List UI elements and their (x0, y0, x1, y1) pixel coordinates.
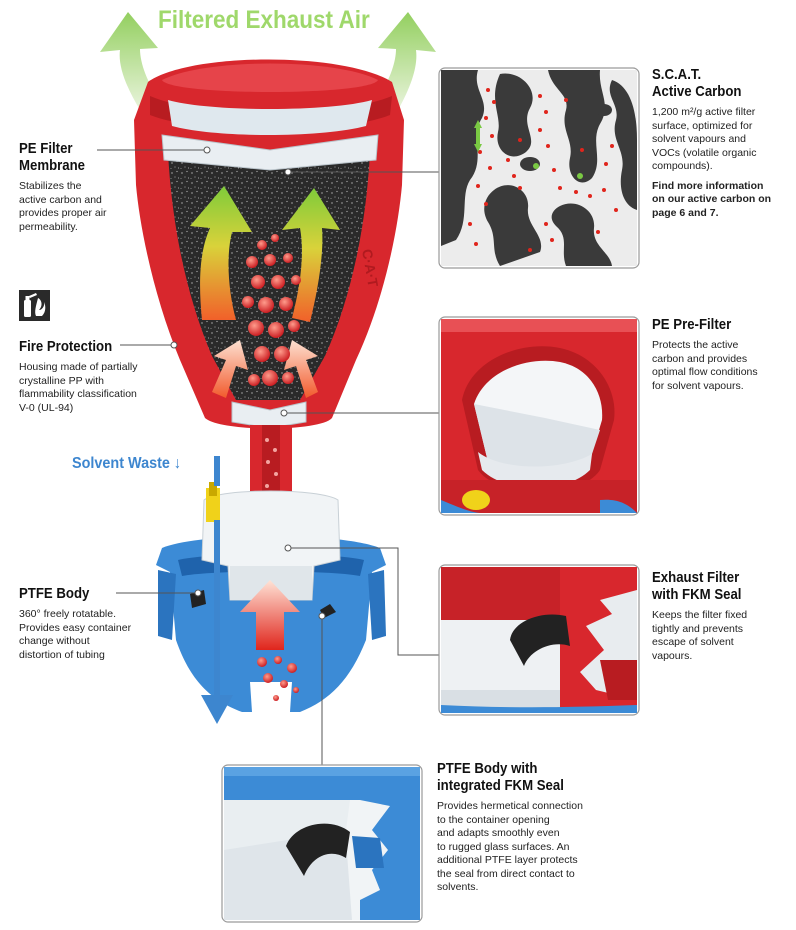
arrow-down-icon: ↓ (173, 455, 182, 472)
red-arrow-up (240, 580, 300, 650)
vapour-inflow (240, 580, 300, 701)
leader-dots (170, 146, 326, 620)
label-ptfe-body: PTFE Body 360° freely rotatable.Provides… (19, 585, 132, 661)
inset-ptfe-seal (221, 764, 423, 923)
label-fire-protection: Fire Protection Housing made of partiall… (19, 338, 138, 414)
filter-housing: C·A·T (134, 59, 404, 429)
pe-pre-filter (231, 401, 307, 429)
pe-filter-membrane (161, 134, 379, 171)
inset-pre-filter (438, 316, 640, 516)
vapour-bubbles (242, 234, 301, 386)
pink-arrow-right (284, 340, 318, 398)
diagram-title: Filtered Exhaust Air (158, 6, 370, 34)
inset-exhaust-filter (438, 564, 640, 716)
solvent-waste-tube (201, 456, 233, 724)
inset-active-carbon (438, 67, 640, 269)
svg-text:C·A·T: C·A·T (359, 248, 381, 289)
flow-arrows (190, 186, 340, 398)
label-scat-active-carbon: S.C.A.T.Active Carbon 1,200 m²/g active … (652, 66, 772, 219)
green-arrow-left (190, 186, 252, 320)
solvent-waste-label: Solvent Waste ↓ (72, 455, 182, 472)
pink-arrow-left (212, 340, 248, 398)
green-arrow-right (282, 188, 340, 322)
exhaust-arrow-left (100, 12, 160, 110)
fire-extinguisher-icon (19, 290, 50, 321)
